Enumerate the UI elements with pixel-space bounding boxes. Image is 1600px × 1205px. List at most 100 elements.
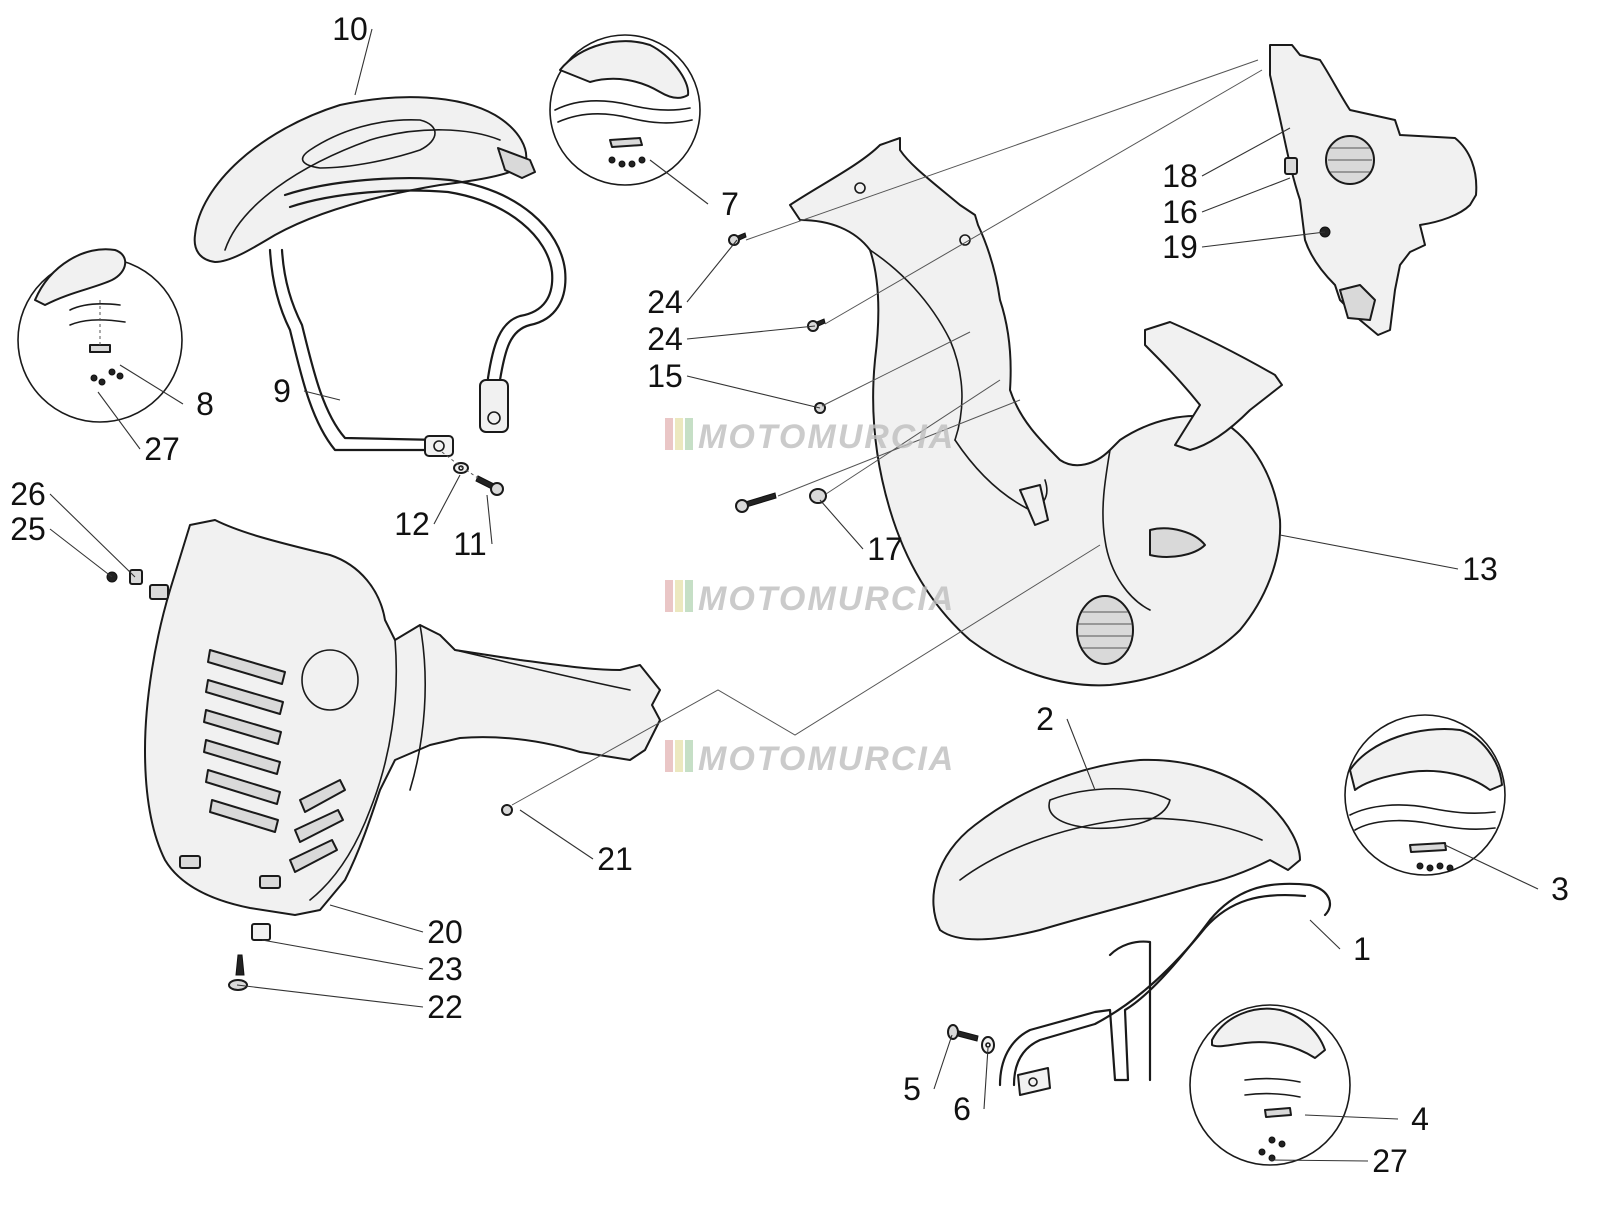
callout-number: 24 — [647, 321, 683, 357]
callout-c27a: 27 — [97, 391, 180, 467]
part-24-screw-b — [807, 318, 826, 332]
callout-number: 19 — [1162, 229, 1198, 265]
part-5-screw — [947, 1024, 979, 1042]
callout-c25: 25 — [10, 511, 113, 578]
callout-number: 10 — [332, 11, 368, 47]
callout-c5: 5 — [903, 1034, 953, 1107]
leader-line — [261, 939, 424, 970]
callout-number: 20 — [427, 914, 463, 950]
leader-line — [486, 494, 493, 545]
part-26-clip — [129, 569, 143, 585]
leader-line — [1201, 231, 1326, 248]
leader-line — [649, 159, 709, 205]
callout-c13: 13 — [1279, 534, 1498, 587]
callout-number: 5 — [903, 1071, 921, 1107]
leader-line — [1304, 1114, 1399, 1120]
callout-number: 9 — [273, 373, 291, 409]
callout-number: 21 — [597, 841, 633, 877]
leader-line — [983, 1047, 989, 1110]
leader-line — [1201, 127, 1291, 177]
callout-c27b: 27 — [1269, 1143, 1408, 1179]
leader-line — [97, 391, 141, 450]
watermark-1: MOTOMURCIA — [665, 418, 955, 456]
watermark-3: MOTOMURCIA — [665, 740, 955, 778]
callout-number: 13 — [1462, 551, 1498, 587]
callout-c7: 7 — [649, 159, 739, 222]
callout-c23: 23 — [261, 939, 463, 987]
part-long-screw — [735, 492, 777, 513]
callout-number: 27 — [1372, 1143, 1408, 1179]
part-1-fender-bracket — [998, 882, 1332, 1096]
callout-layer: 1079827121126251816192424151713231212023… — [10, 11, 1569, 1179]
leader-line — [1309, 919, 1341, 950]
callout-c12: 12 — [394, 474, 461, 542]
callout-number: 11 — [453, 526, 486, 562]
leader-line — [236, 984, 424, 1008]
callout-c17: 17 — [819, 499, 903, 567]
callout-number: 18 — [1162, 158, 1198, 194]
callout-c18: 18 — [1162, 127, 1291, 194]
callout-number: 7 — [721, 186, 739, 222]
part-2-front-fender — [932, 758, 1301, 941]
watermark-2: MOTOMURCIA — [665, 580, 955, 618]
callout-c26: 26 — [10, 476, 136, 578]
leader-line — [686, 325, 816, 340]
part-12-washer — [453, 462, 469, 474]
callout-number: 26 — [10, 476, 46, 512]
callout-c20: 20 — [329, 904, 463, 950]
callout-number: 2 — [1036, 701, 1054, 737]
callout-c4: 4 — [1304, 1101, 1429, 1137]
callout-c24b: 24 — [647, 321, 816, 357]
part-18-plate — [1269, 44, 1478, 336]
leader-line — [329, 904, 424, 933]
callout-number: 12 — [394, 506, 430, 542]
callout-c16: 16 — [1162, 177, 1291, 230]
part-17-plug — [809, 488, 827, 504]
callout-c11: 11 — [453, 494, 493, 562]
leader-line — [433, 474, 461, 525]
leader-line — [819, 499, 864, 550]
svg-text:MOTOMURCIA: MOTOMURCIA — [698, 418, 955, 456]
callout-c6: 6 — [953, 1047, 989, 1127]
callout-c24a: 24 — [647, 239, 738, 320]
part-21-screw — [501, 804, 513, 816]
leader-line — [49, 493, 136, 578]
leader-line — [686, 375, 821, 409]
callout-c22: 22 — [236, 984, 463, 1025]
detail-circle-8 — [17, 248, 183, 423]
leader-line — [303, 390, 341, 401]
leader-line — [119, 364, 184, 405]
callout-c10: 10 — [332, 11, 373, 96]
leader-line — [519, 809, 594, 860]
callout-c2: 2 — [1036, 701, 1096, 791]
callout-number: 23 — [427, 951, 463, 987]
part-13-inner-shield — [789, 137, 1283, 687]
callout-number: 16 — [1162, 194, 1198, 230]
callout-c1: 1 — [1309, 919, 1371, 967]
callout-number: 25 — [10, 511, 46, 547]
callout-number: 1 — [1353, 931, 1371, 967]
callout-number: 3 — [1551, 871, 1569, 907]
callout-number: 24 — [647, 284, 683, 320]
callout-c21: 21 — [519, 809, 633, 877]
part-24-screw-a — [728, 232, 747, 246]
callout-number: 8 — [196, 386, 214, 422]
callout-number: 17 — [867, 531, 903, 567]
callout-c9: 9 — [273, 373, 341, 409]
callout-number: 27 — [144, 431, 180, 467]
detail-circle-7 — [549, 34, 701, 186]
leader-line — [1269, 1159, 1369, 1162]
callout-c19: 19 — [1162, 229, 1326, 265]
part-20-leg-cover — [144, 519, 661, 916]
callout-c3: 3 — [1444, 844, 1569, 907]
part-22-screw — [228, 954, 248, 991]
callout-c8: 8 — [119, 364, 214, 422]
callout-number: 15 — [647, 358, 683, 394]
callout-number: 6 — [953, 1091, 971, 1127]
callout-number: 4 — [1411, 1101, 1429, 1137]
leader-line — [933, 1034, 953, 1090]
part-23-spacer — [251, 923, 271, 941]
svg-text:MOTOMURCIA: MOTOMURCIA — [698, 580, 955, 618]
svg-text:MOTOMURCIA: MOTOMURCIA — [698, 740, 955, 778]
leader-line — [1279, 534, 1459, 570]
